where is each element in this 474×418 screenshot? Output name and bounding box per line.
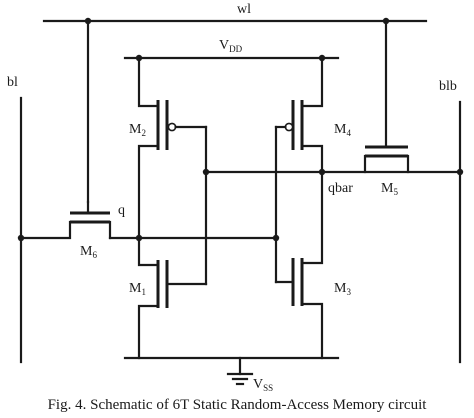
transistor-m5 bbox=[363, 145, 410, 174]
transistor-m2 bbox=[137, 56, 208, 240]
bit-line bbox=[17, 96, 25, 364]
transistor-label-m2: M2 bbox=[129, 122, 146, 138]
word-line-label: wl bbox=[237, 2, 251, 17]
sram-6t-schematic: wl VDD bl blb q qbar VSS M1 M2 M3 M4 M5 … bbox=[7, 2, 464, 393]
transistor-label-m1: M1 bbox=[129, 281, 146, 297]
word-line bbox=[42, 17, 428, 204]
q-label: q bbox=[118, 203, 125, 218]
transistor-label-m4: M4 bbox=[334, 122, 351, 138]
vdd-label: VDD bbox=[219, 38, 243, 54]
transistor-m1 bbox=[137, 236, 208, 360]
transistor-label-m5: M5 bbox=[381, 181, 398, 197]
vss-rail bbox=[123, 356, 340, 386]
transistor-label-m3: M3 bbox=[334, 281, 351, 297]
transistor-label-m6: M6 bbox=[80, 244, 97, 260]
vss-label: VSS bbox=[253, 377, 273, 393]
bit-line-bar bbox=[456, 100, 464, 364]
transistor-m3 bbox=[274, 170, 324, 360]
transistor-m6 bbox=[19, 200, 112, 240]
figure-caption: Fig. 4. Schematic of 6T Static Random-Ac… bbox=[47, 397, 427, 413]
left-inverter-gate-net bbox=[202, 125, 462, 286]
qbar-label: qbar bbox=[328, 181, 353, 196]
vdd-rail bbox=[123, 54, 340, 62]
bit-line-label: bl bbox=[7, 75, 18, 90]
transistor-m4 bbox=[274, 56, 324, 174]
q-net bbox=[108, 125, 280, 284]
bit-line-bar-label: blb bbox=[439, 79, 457, 94]
